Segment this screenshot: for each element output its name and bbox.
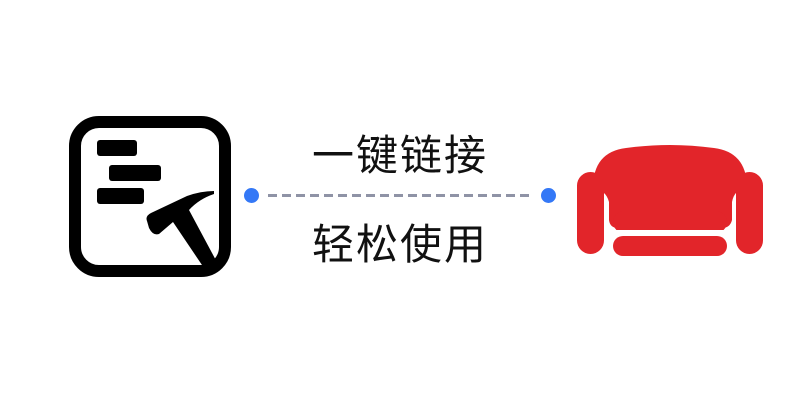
left-connector-dot: [244, 188, 259, 203]
connection-line: [244, 186, 556, 206]
right-connector-dot: [541, 188, 556, 203]
build-hammer-icon: [69, 116, 231, 277]
couch-sofa-icon: [577, 145, 763, 256]
dashed-link-line: [268, 194, 532, 197]
caption-one-click-link: 一键链接: [311, 131, 488, 180]
build-tool-logo: [69, 116, 231, 277]
couchdb-logo: [576, 138, 764, 256]
caption-easy-to-use: 轻松使用: [311, 220, 488, 269]
